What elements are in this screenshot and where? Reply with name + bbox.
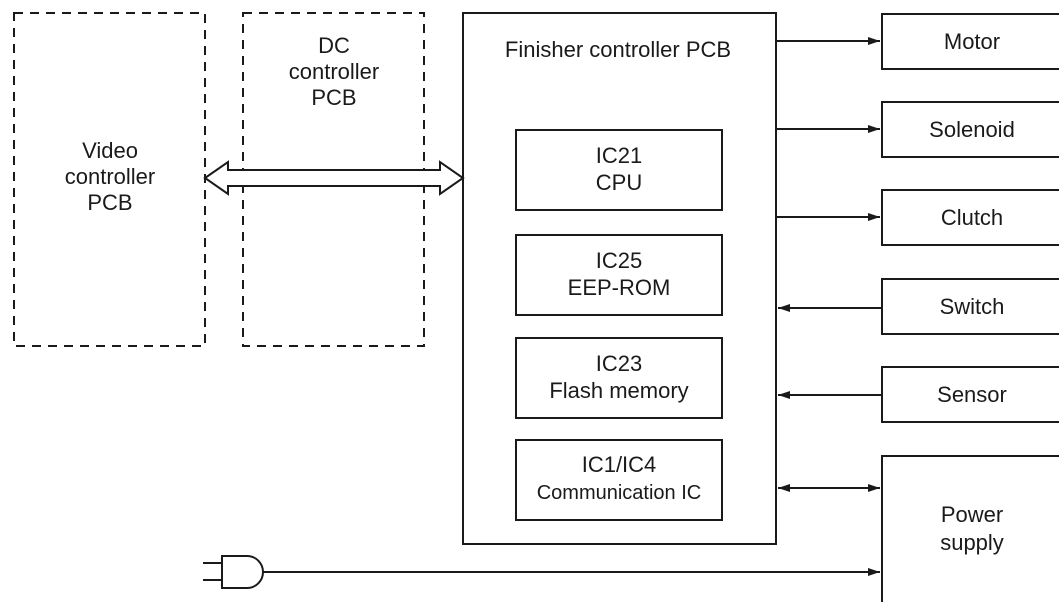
ic-block-flash: IC23 Flash memory (515, 337, 723, 419)
communication-ic-label: Communication IC (537, 482, 702, 504)
video-controller-label-2: controller (65, 164, 155, 189)
dc-controller-label-2: controller (289, 59, 379, 84)
video-controller-pcb: Video controller PCB (13, 12, 206, 347)
component-clutch: Clutch (881, 189, 1059, 246)
dc-controller-label-1: DC (318, 33, 350, 58)
ic-block-eeprom: IC25 EEP-ROM (515, 234, 723, 316)
video-controller-label-3: PCB (87, 190, 132, 215)
flash-memory-label: Flash memory (549, 378, 688, 403)
video-controller-label-1: Video (82, 138, 138, 163)
power-supply-label-1: Power (941, 502, 1003, 527)
power-supply-label-2: supply (940, 530, 1004, 555)
dc-controller-label-3: PCB (311, 85, 356, 110)
component-switch: Switch (881, 278, 1059, 335)
bus-arrow (203, 160, 465, 196)
ic23-label: IC23 (596, 351, 642, 376)
component-power-supply: Power supply (881, 455, 1059, 602)
ic-block-cpu: IC21 CPU (515, 129, 723, 211)
component-sensor: Sensor (881, 366, 1059, 423)
ic25-label: IC25 (596, 248, 642, 273)
finisher-controller-pcb: Finisher controller PCB IC21 CPU IC25 EE… (462, 12, 777, 545)
component-solenoid: Solenoid (881, 101, 1059, 158)
clutch-label: Clutch (941, 205, 1003, 230)
solenoid-label: Solenoid (929, 117, 1015, 142)
finisher-controller-title: Finisher controller PCB (505, 37, 731, 62)
dc-controller-pcb: DC controller PCB (242, 12, 425, 347)
plug-icon (203, 555, 264, 589)
motor-label: Motor (944, 29, 1000, 54)
component-motor: Motor (881, 13, 1059, 70)
cpu-label: CPU (596, 170, 642, 195)
ic21-label: IC21 (596, 143, 642, 168)
switch-label: Switch (940, 294, 1005, 319)
ic-block-communication: IC1/IC4 Communication IC (515, 439, 723, 521)
ic1-ic4-label: IC1/IC4 (582, 452, 657, 477)
sensor-label: Sensor (937, 382, 1007, 407)
eeprom-label: EEP-ROM (568, 275, 671, 300)
